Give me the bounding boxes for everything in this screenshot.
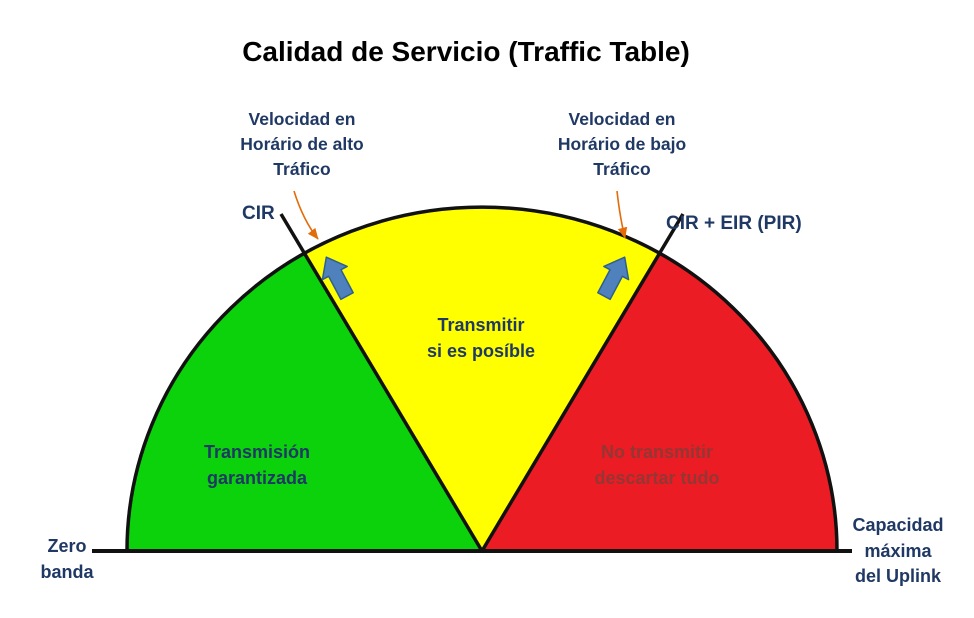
label-cir-eir: CIR + EIR (PIR) [666, 213, 802, 234]
label-offpeak-speed: Velocidad en Horário de bajo Tráfico [557, 109, 687, 179]
arc-outline [125, 205, 839, 552]
label-yellow-zone: Transmitir si es posíble [426, 315, 536, 361]
pir-boundary-line [480, 213, 685, 552]
green-sector [127, 253, 482, 551]
pir-pointer-arrow-icon [597, 256, 630, 301]
label-peak-speed: Velocidad en Horário de alto Tráfico [240, 109, 364, 179]
peak-callout-arrow-icon [293, 190, 319, 240]
offpeak-callout-arrow-icon [616, 190, 628, 239]
cir-pointer-arrow-icon [321, 256, 354, 301]
page-title: Calidad de Servicio (Traffic Table) [242, 36, 690, 67]
cir-boundary-line [279, 213, 484, 552]
label-max-capacity: Capacidad máxima del Uplink [852, 515, 944, 587]
label-red-zone: No transmitir descartar tudo [594, 442, 720, 488]
red-sector [482, 253, 837, 551]
label-zero-band: Zero banda [40, 536, 94, 582]
yellow-sector [304, 207, 660, 552]
label-cir: CIR [242, 203, 275, 224]
label-green-zone: Transmisión garantizada [203, 442, 311, 488]
